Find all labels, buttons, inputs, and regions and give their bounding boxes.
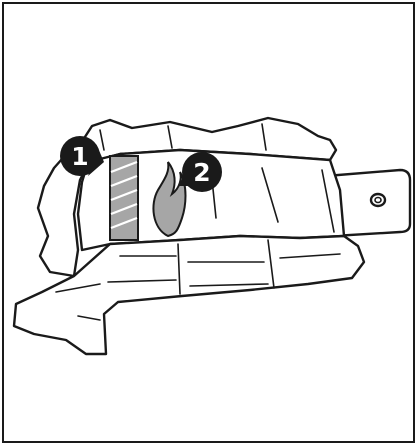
callout-number-1: 1 [71, 142, 88, 171]
hole-icon [371, 194, 385, 206]
callout-number-2: 2 [193, 158, 210, 187]
tape-wrap-icon [110, 156, 138, 240]
